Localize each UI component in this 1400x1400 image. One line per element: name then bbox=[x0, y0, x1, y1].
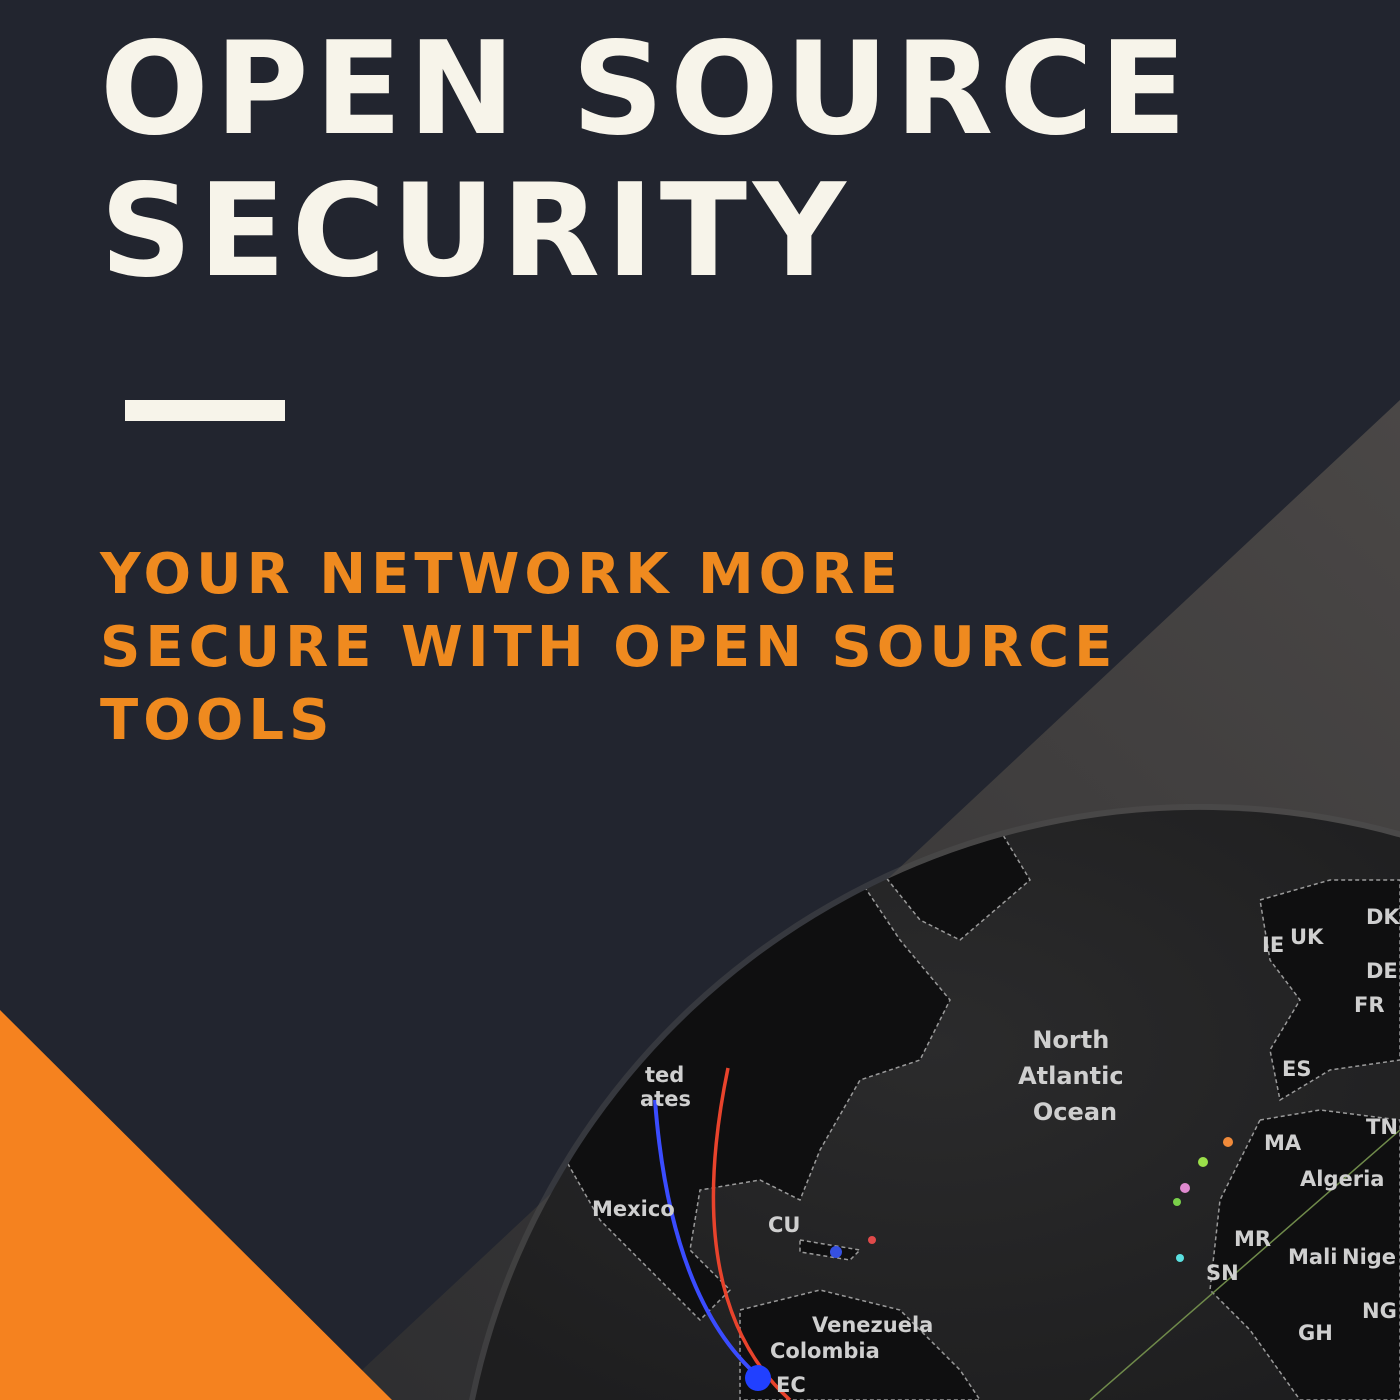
south-america-land bbox=[739, 1289, 982, 1400]
green-dot-2 bbox=[1173, 1198, 1181, 1206]
globe bbox=[475, 809, 1400, 1400]
ocean-label: Atlantic bbox=[1018, 1062, 1123, 1090]
title-line-1: OPEN SOURCE bbox=[100, 15, 1193, 164]
europe-land bbox=[1259, 879, 1400, 1102]
subtitle-line-3: TOOLS bbox=[100, 688, 335, 753]
subtitle-line-2: SECURE WITH OPEN SOURCE bbox=[100, 615, 1118, 680]
map-label: Mexico bbox=[592, 1197, 675, 1221]
ocean-label: Ocean bbox=[1033, 1098, 1117, 1126]
globe-map: North Atlantic Ocean ted ates Mexico CU … bbox=[469, 803, 1400, 1400]
map-label: ted bbox=[645, 1063, 684, 1087]
map-label: Mali bbox=[1288, 1245, 1337, 1269]
orange-dot bbox=[1223, 1137, 1233, 1147]
cyan-dot bbox=[1176, 1254, 1184, 1262]
subtitle: YOUR NETWORK MORE SECURE WITH OPEN SOURC… bbox=[100, 538, 1117, 757]
blue-node bbox=[745, 1365, 771, 1391]
map-label: FR bbox=[1354, 993, 1385, 1017]
africa-land bbox=[1209, 1109, 1400, 1400]
map-label: CU bbox=[768, 1213, 800, 1237]
map-label: UK bbox=[1290, 925, 1324, 949]
map-label: Algeria bbox=[1300, 1167, 1384, 1191]
map-label: GH bbox=[1298, 1321, 1333, 1345]
blue-attack-arc bbox=[653, 1099, 762, 1380]
subtitle-line-1: YOUR NETWORK MORE bbox=[100, 542, 903, 607]
map-label: IE bbox=[1262, 933, 1284, 957]
map-label: ates bbox=[640, 1087, 691, 1111]
orange-triangle bbox=[0, 1010, 392, 1400]
map-label: Nige bbox=[1342, 1245, 1396, 1269]
map-label: Colombia bbox=[770, 1339, 880, 1363]
divider-bar bbox=[125, 400, 285, 421]
cuba-land bbox=[799, 1239, 862, 1261]
map-label: NG bbox=[1362, 1299, 1397, 1323]
green-arc bbox=[1089, 1129, 1400, 1400]
green-dot bbox=[1198, 1157, 1208, 1167]
map-label: MR bbox=[1234, 1227, 1271, 1251]
map-label: MA bbox=[1264, 1131, 1302, 1155]
map-label: SN bbox=[1206, 1261, 1239, 1285]
map-label: DE bbox=[1366, 959, 1398, 983]
svg-text:North Atlantic Oce: North Atlantic Ocean bbox=[1018, 1026, 1132, 1126]
red-dot bbox=[868, 1236, 876, 1244]
map-label: Venezuela bbox=[812, 1313, 933, 1337]
map-label: ES bbox=[1282, 1057, 1311, 1081]
map-label: TN bbox=[1366, 1115, 1398, 1139]
map-label: EC bbox=[776, 1373, 806, 1397]
pink-dot bbox=[1180, 1183, 1190, 1193]
map-label: DK bbox=[1366, 905, 1400, 929]
title-line-2: SECURITY bbox=[100, 157, 852, 306]
blue-node-small bbox=[830, 1246, 842, 1258]
ocean-label: North bbox=[1032, 1026, 1109, 1054]
